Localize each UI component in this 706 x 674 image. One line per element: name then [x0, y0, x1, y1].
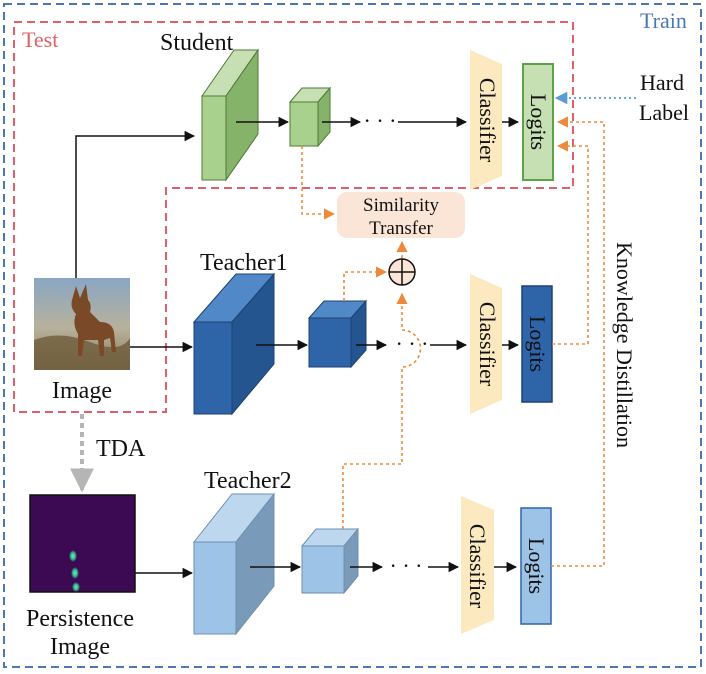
teacher2-ellipsis: · · · [390, 553, 423, 578]
teacher2-logits-label: Logits [524, 538, 549, 594]
student-to-similarity-arrow [301, 146, 336, 220]
teacher2-label: Teacher2 [204, 468, 292, 494]
train-label: Train [640, 8, 687, 33]
persistence-image [29, 494, 136, 593]
teacher1-to-sum-arrow [343, 266, 388, 301]
persistence-label-line1: Persistence [26, 606, 134, 632]
test-region [13, 21, 574, 413]
teacher2-to-sum-arrow [342, 292, 422, 529]
input-image [34, 278, 130, 370]
train-region [3, 3, 702, 668]
kd-path-teacher2 [551, 116, 605, 567]
teacher1-logits-label: Logits [525, 316, 550, 372]
sum-node [388, 258, 416, 286]
kd-path-teacher1 [552, 140, 589, 345]
hard-label-line2: Label [639, 100, 689, 125]
knowledge-distillation-label: Knowledge Distillation [612, 242, 637, 448]
teacher2-classifier-label: Classifier [465, 524, 490, 609]
persistence-label-line2: Image [50, 634, 110, 660]
teacher1-conv-block [192, 272, 276, 416]
student-classifier-label: Classifier [475, 78, 500, 163]
student-feature-block [288, 86, 332, 148]
student-classifier: Classifier [470, 50, 502, 190]
test-label: Test [22, 27, 58, 52]
hard-label-line1: Hard [640, 70, 684, 95]
teacher1-classifier: Classifier [470, 274, 502, 414]
similarity-label-line1: Similarity [363, 195, 440, 216]
student-logits: Logits [522, 63, 554, 181]
teacher2-conv-block [192, 492, 276, 636]
teacher1-ellipsis: · · · [396, 331, 429, 356]
similarity-transfer-box: Similarity Transfer [337, 192, 465, 239]
teacher2-classifier: Classifier [461, 496, 494, 634]
input-connectors [75, 130, 196, 579]
student-label: Student [160, 30, 234, 56]
teacher2-feature-block [300, 527, 360, 595]
image-label: Image [52, 378, 112, 404]
teacher1-classifier-label: Classifier [475, 302, 500, 387]
teacher1-feature-block [307, 299, 368, 369]
student-ellipsis: · · · [364, 108, 397, 133]
tda-label: TDA [96, 436, 146, 462]
similarity-label-line2: Transfer [369, 218, 433, 239]
student-conv-block [201, 48, 259, 182]
teacher2-logits: Logits [520, 507, 552, 625]
teacher1-label: Teacher1 [200, 250, 288, 276]
teacher1-logits: Logits [521, 285, 553, 403]
student-logits-label: Logits [526, 94, 551, 150]
